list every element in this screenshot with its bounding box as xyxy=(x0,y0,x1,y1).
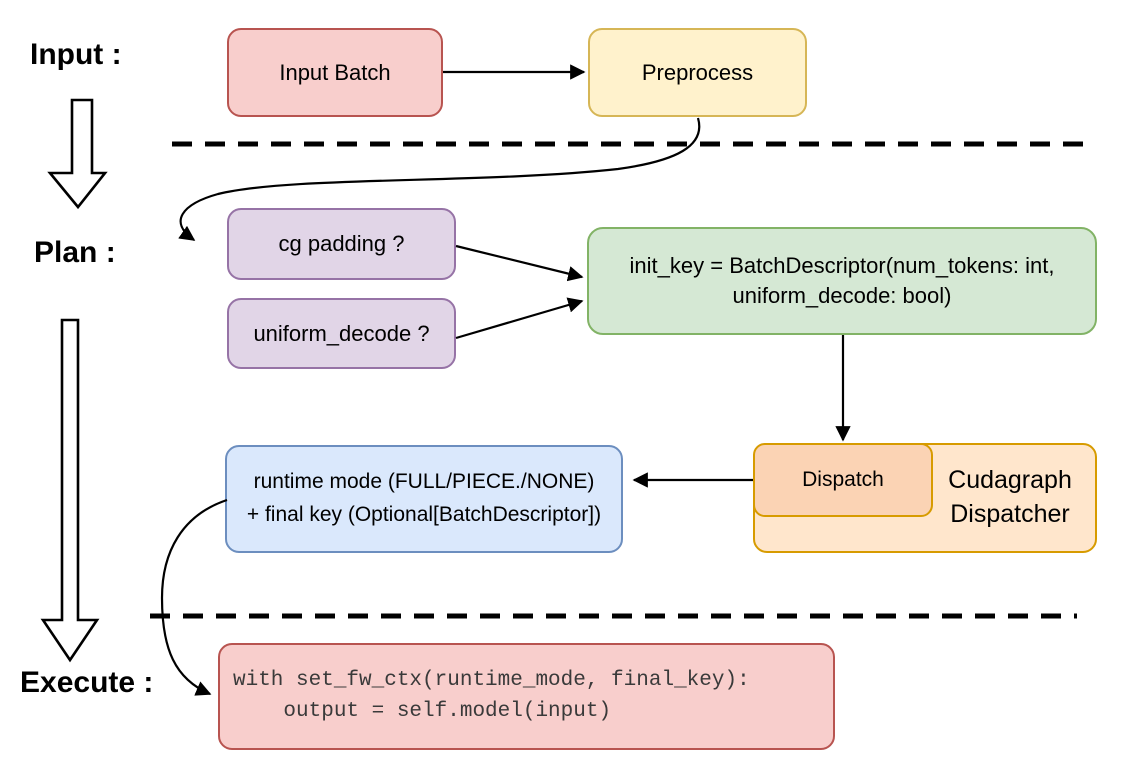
plan-section-arrow-icon xyxy=(40,318,100,663)
node-cg-padding: cg padding ? xyxy=(227,208,456,280)
input-section-arrow-icon xyxy=(47,98,108,210)
node-runtime-mode: runtime mode (FULL/PIECE./NONE) + final … xyxy=(225,445,623,553)
node-init-key: init_key = BatchDescriptor(num_tokens: i… xyxy=(587,227,1097,335)
arrow-cg-padding-to-init-key xyxy=(455,244,584,282)
section-label-plan: Plan : xyxy=(34,236,116,269)
node-init-key-line2: uniform_decode: bool) xyxy=(732,283,952,308)
arrow-uniform-decode-to-init-key xyxy=(455,297,584,340)
cudagraph-dispatcher-line1: Cudagraph xyxy=(948,466,1072,495)
execute-code-line1: with set_fw_ctx(runtime_mode, final_key)… xyxy=(233,669,750,693)
cudagraph-dispatcher-line2: Dispatcher xyxy=(950,500,1070,528)
section-label-input: Input : xyxy=(30,38,122,71)
node-input-batch: Input Batch xyxy=(227,28,443,117)
cudagraph-dispatcher-label: Cudagraph Dispatcher xyxy=(925,445,1095,551)
node-uniform-decode-label: uniform_decode ? xyxy=(253,320,430,346)
node-runtime-mode-line1: runtime mode (FULL/PIECE./NONE) xyxy=(253,470,595,494)
execute-code-line2: output = self.model(input) xyxy=(233,699,612,723)
node-preprocess-label: Preprocess xyxy=(641,59,754,85)
node-dispatch-label: Dispatch xyxy=(802,467,884,491)
node-init-key-line1: init_key = BatchDescriptor(num_tokens: i… xyxy=(629,253,1055,279)
node-execute-code: with set_fw_ctx(runtime_mode, final_key)… xyxy=(218,643,835,750)
node-uniform-decode: uniform_decode ? xyxy=(227,298,456,369)
node-dispatch: Dispatch xyxy=(753,443,933,517)
section-label-execute: Execute : xyxy=(20,666,154,699)
node-cg-padding-label: cg padding ? xyxy=(278,231,405,257)
node-input-batch-label: Input Batch xyxy=(279,59,391,85)
node-preprocess: Preprocess xyxy=(588,28,807,117)
node-runtime-mode-line2: + final key (Optional[BatchDescriptor]) xyxy=(246,503,602,526)
